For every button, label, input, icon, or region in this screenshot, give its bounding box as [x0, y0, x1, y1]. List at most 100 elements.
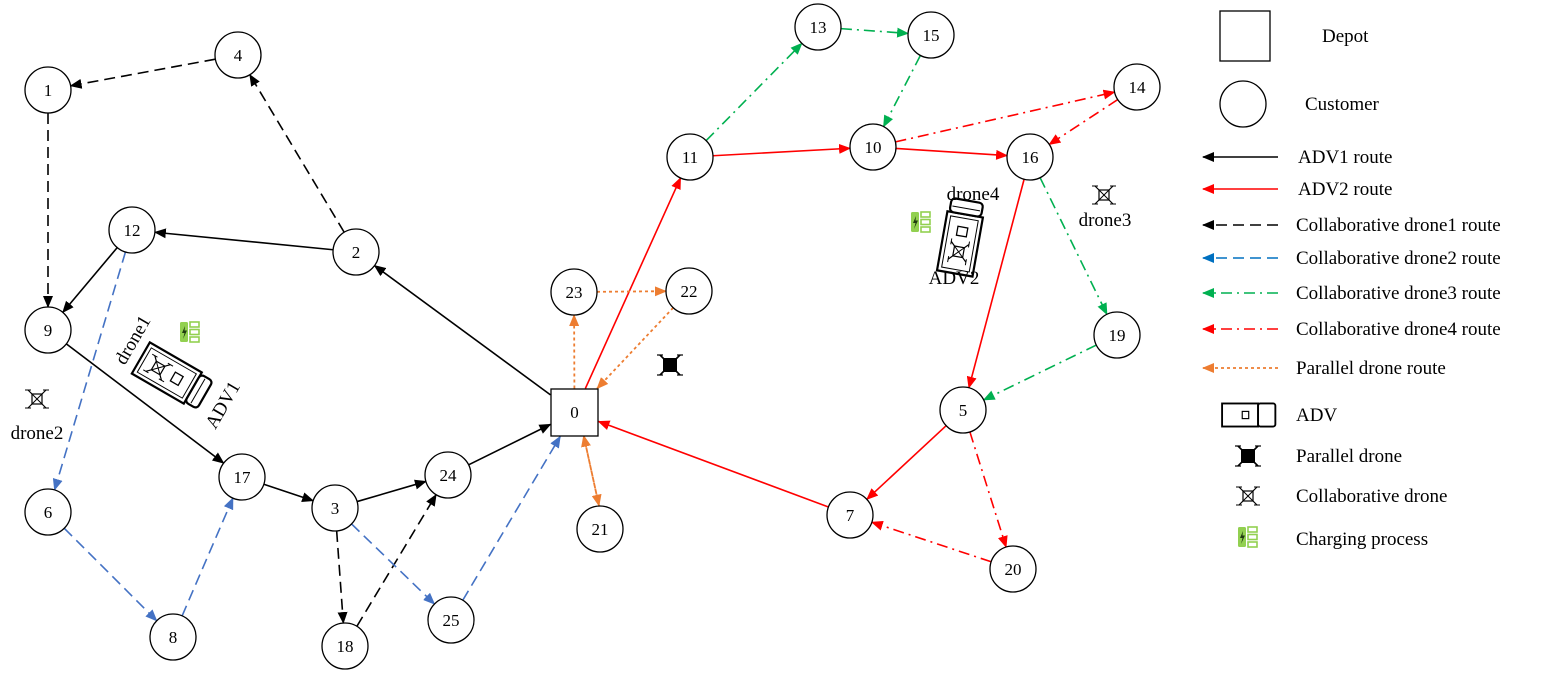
route-edge-adv1-3-to-24	[357, 481, 426, 501]
route-edge-parallel-22-to-0	[597, 308, 673, 389]
customer-label: 9	[44, 321, 53, 340]
customer-node-24: 24	[425, 452, 471, 498]
legend-label-drone2: Collaborative drone2 route	[1296, 248, 1501, 269]
customer-node-12: 12	[109, 207, 155, 253]
customer-node-5: 5	[940, 387, 986, 433]
legend-item-customer: Customer	[1220, 81, 1380, 127]
depot-symbol	[1220, 11, 1270, 61]
customer-label: 20	[1005, 560, 1022, 579]
legend-label-parallel-drone: Parallel drone	[1296, 446, 1402, 467]
legend-item-drone4: Collaborative drone4 route	[1203, 319, 1501, 340]
customer-node-18: 18	[322, 623, 368, 669]
depot-node: 0	[551, 389, 598, 436]
legend-item-parallel: Parallel drone route	[1203, 358, 1446, 379]
legend-label-depot: Depot	[1322, 26, 1369, 47]
customer-label: 11	[682, 148, 698, 167]
route-edge-drone3-11-to-13	[706, 43, 802, 140]
parallel-drone-agent	[657, 355, 683, 375]
legend-item-drone2: Collaborative drone2 route	[1203, 248, 1501, 269]
customer-label: 22	[681, 282, 698, 301]
legend-item-parallel-drone: Parallel drone	[1235, 446, 1402, 467]
route-edge-parallel-23-to-22	[597, 291, 666, 292]
drone4-label: drone4	[947, 184, 1000, 205]
route-edge-adv2-10-to-16	[896, 148, 1007, 155]
route-edge-drone4-10-to-14	[895, 92, 1114, 142]
route-edge-drone1-4-to-1	[71, 59, 216, 86]
customer-node-23: 23	[551, 269, 597, 315]
legend-item-adv2: ADV2 route	[1203, 179, 1392, 200]
customer-node-9: 9	[25, 307, 71, 353]
route-edge-adv1-12-to-9	[63, 248, 117, 313]
route-edge-drone1-3-to-18	[337, 531, 344, 623]
customer-node-10: 10	[850, 124, 896, 170]
customer-label: 23	[566, 283, 583, 302]
customer-label: 7	[846, 506, 855, 525]
battery-icon	[1238, 527, 1257, 547]
customer-node-14: 14	[1114, 64, 1160, 110]
legend-item-depot: Depot	[1220, 11, 1369, 61]
customer-label: 17	[234, 468, 252, 487]
legend-label-parallel: Parallel drone route	[1296, 358, 1446, 379]
customer-symbol	[1220, 81, 1266, 127]
customer-node-4: 4	[215, 32, 261, 78]
customer-node-13: 13	[795, 4, 841, 50]
customer-label: 12	[124, 221, 141, 240]
customer-label: 1	[44, 81, 53, 100]
customer-node-25: 25	[428, 597, 474, 643]
customer-label: 16	[1022, 148, 1039, 167]
route-edge-adv1-24-to-0	[469, 424, 551, 464]
route-edge-adv2-7-to-0	[599, 421, 829, 507]
adv2-vehicle: drone4 ADV2	[911, 184, 1000, 289]
legend-item-collaborative-drone: Collaborative drone	[1236, 486, 1447, 507]
customer-node-2: 2	[333, 229, 379, 275]
legend-label-charging: Charging process	[1296, 529, 1428, 550]
battery-icon	[180, 322, 199, 342]
collaborative-drone-icon	[25, 390, 49, 408]
customer-node-17: 17	[219, 454, 265, 500]
route-edge-drone1-18-to-24	[357, 495, 436, 627]
customer-node-1: 1	[25, 67, 71, 113]
legend-item-adv1: ADV1 route	[1203, 147, 1392, 168]
customer-label: 13	[810, 18, 827, 37]
customer-label: 10	[865, 138, 882, 157]
legend-label-drone3: Collaborative drone3 route	[1296, 283, 1501, 304]
customer-node-8: 8	[150, 614, 196, 660]
customer-label: 19	[1109, 326, 1126, 345]
legend-label-drone4: Collaborative drone4 route	[1296, 319, 1501, 340]
legend-item-drone1: Collaborative drone1 route	[1203, 215, 1501, 236]
customer-label: 21	[592, 520, 609, 539]
customer-node-6: 6	[25, 489, 71, 535]
route-edge-drone2-8-to-17	[182, 498, 233, 616]
depot-label: 0	[570, 403, 579, 422]
adv2-label: ADV2	[929, 268, 980, 289]
route-edge-drone3-13-to-15	[841, 29, 908, 34]
customer-label: 18	[337, 637, 354, 656]
drone3-label: drone3	[1079, 210, 1132, 231]
customer-label: 6	[44, 503, 53, 522]
drone2-label: drone2	[11, 423, 64, 444]
route-edge-drone4-5-to-20	[970, 432, 1006, 547]
collaborative-drone-icon	[1236, 487, 1260, 505]
parallel-drone-icon	[657, 355, 683, 375]
collaborative-drone-icon	[1092, 186, 1116, 204]
route-edge-adv2-0-to-11	[585, 178, 680, 389]
legend-label-adv1: ADV1 route	[1298, 147, 1392, 168]
route-edge-adv1-17-to-3	[264, 484, 313, 500]
route-edge-drone3-19-to-5	[984, 345, 1097, 400]
route-edge-adv1-2-to-12	[155, 232, 333, 250]
customer-label: 4	[234, 46, 243, 65]
route-edge-adv2-5-to-7	[867, 426, 946, 500]
parallel-drone-icon	[1235, 446, 1261, 466]
legend-item-charging: Charging process	[1238, 527, 1428, 550]
legend-label-customer: Customer	[1305, 94, 1380, 115]
route-edge-drone2-12-to-6	[55, 252, 126, 490]
customer-node-20: 20	[990, 546, 1036, 592]
customer-label: 2	[352, 243, 361, 262]
route-edge-adv1-0-to-2	[375, 266, 551, 395]
drone2-agent: drone2	[11, 390, 64, 444]
legend-item-adv: ADV	[1222, 403, 1337, 426]
